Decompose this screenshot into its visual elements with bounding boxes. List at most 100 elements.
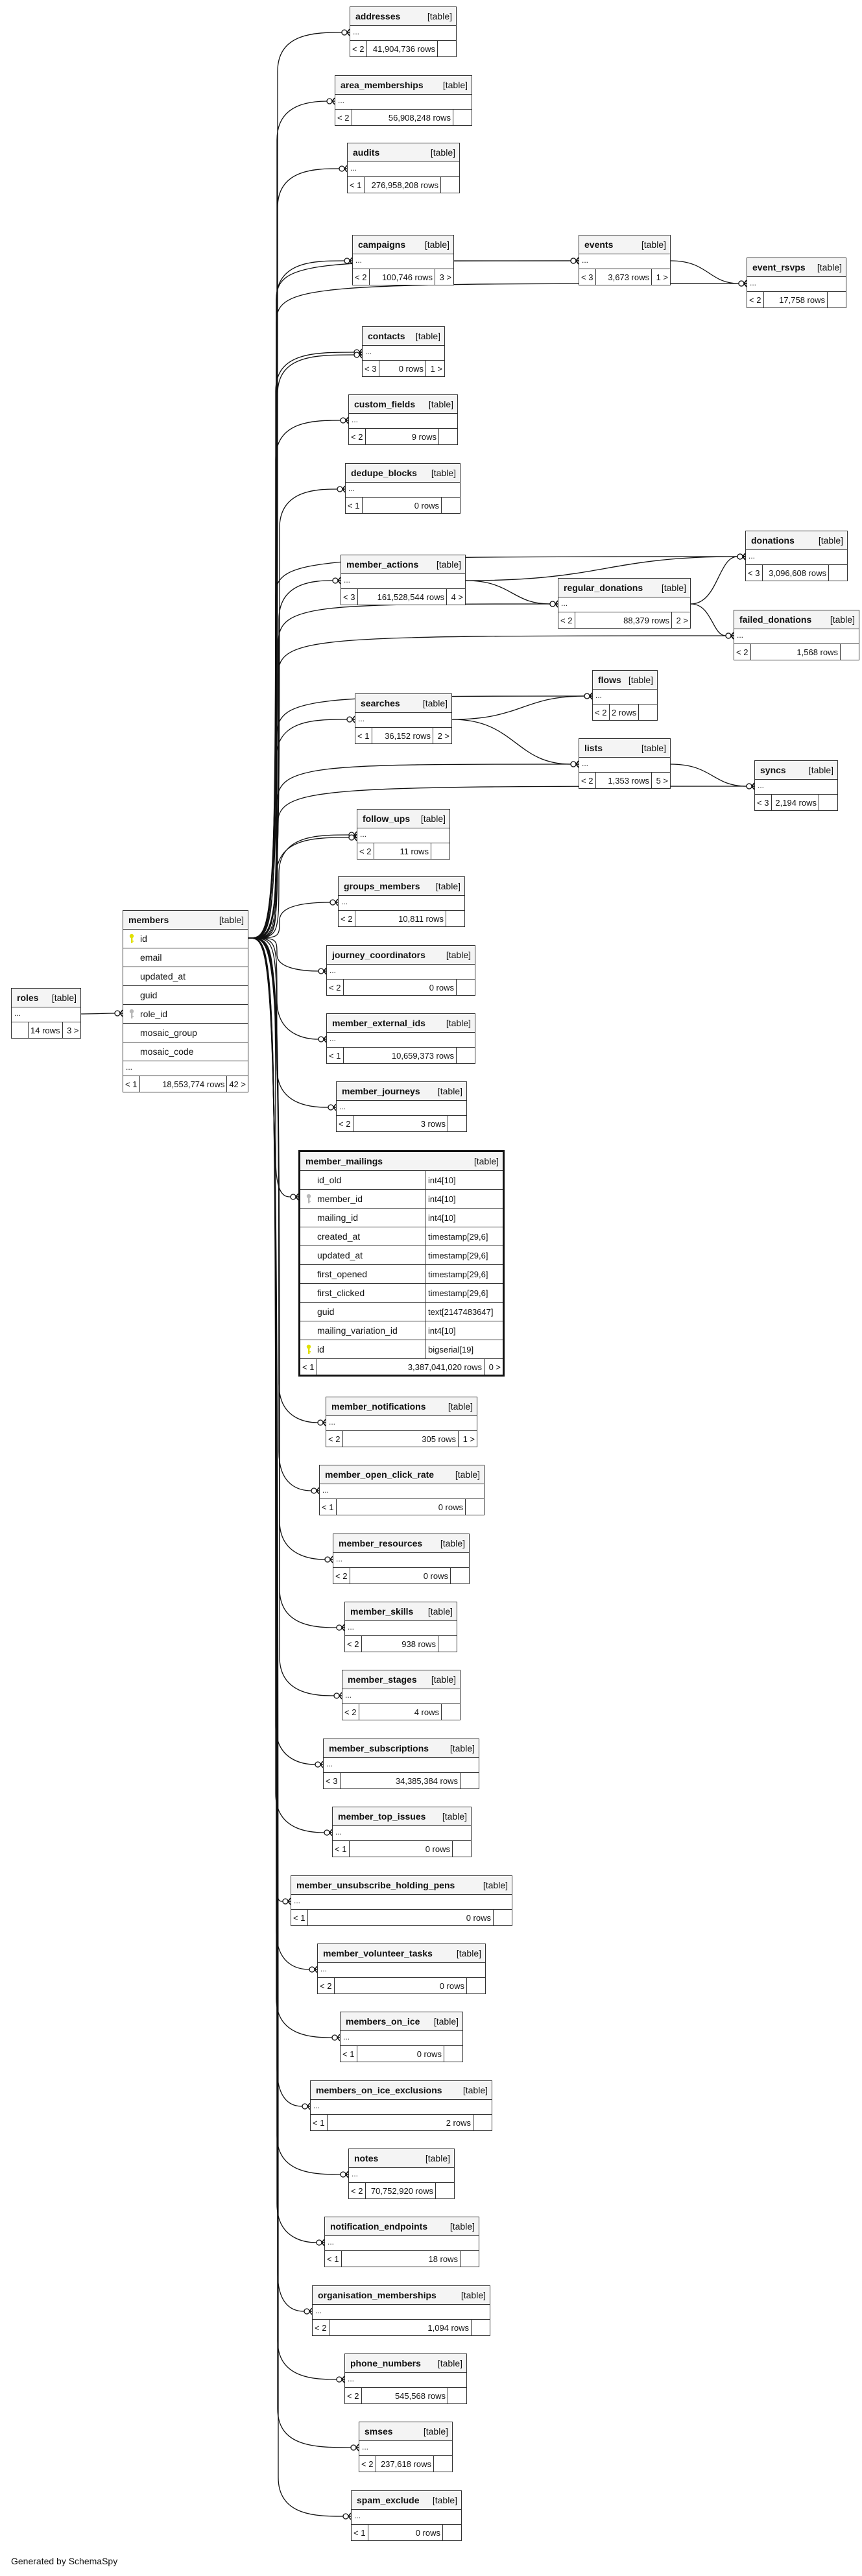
parents-count-link[interactable]: < 2 xyxy=(327,980,344,995)
table-member-unsubscribe-holding-pens[interactable]: member_unsubscribe_holding_pens[table]..… xyxy=(291,1875,512,1926)
more-columns-ellipsis[interactable]: ... xyxy=(342,1689,460,1704)
more-columns-ellipsis[interactable]: ... xyxy=(579,758,670,773)
parents-count-link[interactable]: < 2 xyxy=(333,1568,350,1583)
table-name[interactable]: syncs xyxy=(760,765,786,775)
table-name[interactable]: notification_endpoints xyxy=(330,2221,428,2232)
parents-count-link[interactable]: < 1 xyxy=(333,1841,350,1857)
table-name[interactable]: roles xyxy=(17,993,39,1003)
more-columns-ellipsis[interactable]: ... xyxy=(327,965,475,980)
table-name[interactable]: members_on_ice xyxy=(346,2016,420,2027)
more-columns-ellipsis[interactable]: ... xyxy=(341,574,465,589)
more-columns-ellipsis[interactable]: ... xyxy=(320,1484,484,1499)
column-row[interactable]: role_id xyxy=(123,1005,248,1024)
table-name[interactable]: events xyxy=(584,239,614,250)
parents-count-link[interactable]: < 3 xyxy=(324,1773,341,1788)
parents-count-link[interactable]: < 1 xyxy=(300,1359,317,1375)
more-columns-ellipsis[interactable]: ... xyxy=(335,95,472,110)
column-row[interactable]: email xyxy=(123,948,248,967)
more-columns-ellipsis[interactable]: ... xyxy=(123,1061,248,1076)
children-count-link[interactable]: 3 > xyxy=(67,1025,79,1035)
parents-count-link[interactable]: < 2 xyxy=(359,2456,376,2472)
table-name[interactable]: contacts xyxy=(368,331,405,341)
children-count-link[interactable] xyxy=(453,1841,471,1857)
parents-count-link[interactable]: < 1 xyxy=(346,498,363,513)
children-count-link[interactable] xyxy=(829,565,847,581)
more-columns-ellipsis[interactable]: ... xyxy=(355,713,451,728)
parents-count-link[interactable]: < 1 xyxy=(348,177,365,193)
more-columns-ellipsis[interactable]: ... xyxy=(350,26,456,41)
parents-count-link[interactable]: < 2 xyxy=(335,110,352,125)
table-name[interactable]: custom_fields xyxy=(354,399,416,409)
table-name[interactable]: dedupe_blocks xyxy=(351,468,417,478)
children-count-link[interactable] xyxy=(431,843,449,859)
table-name[interactable]: members xyxy=(128,915,169,925)
more-columns-ellipsis[interactable]: ... xyxy=(579,254,670,269)
more-columns-ellipsis[interactable]: ... xyxy=(337,1101,466,1116)
parents-count-link[interactable]: < 2 xyxy=(558,612,575,628)
table-name[interactable]: journey_coordinators xyxy=(332,950,425,960)
children-count-link[interactable]: 2 > xyxy=(676,615,688,625)
more-columns-ellipsis[interactable]: ... xyxy=(12,1007,80,1022)
children-count-link[interactable]: 0 > xyxy=(488,1362,501,1372)
table-name[interactable]: addresses xyxy=(355,11,401,21)
children-count-link[interactable] xyxy=(461,1773,479,1788)
children-count-link[interactable] xyxy=(442,498,460,513)
parents-count-link[interactable]: < 1 xyxy=(291,1910,308,1925)
parents-count-link[interactable]: < 1 xyxy=(311,2115,328,2130)
parents-count-link[interactable]: < 1 xyxy=(325,2251,342,2267)
more-columns-ellipsis[interactable]: ... xyxy=(349,2168,454,2183)
children-count-link[interactable] xyxy=(448,1116,466,1131)
children-count-link[interactable] xyxy=(441,177,459,193)
more-columns-ellipsis[interactable]: ... xyxy=(747,277,846,292)
table-name[interactable]: notes xyxy=(354,2153,379,2163)
parents-count-link[interactable]: < 2 xyxy=(313,2320,329,2335)
more-columns-ellipsis[interactable]: ... xyxy=(345,2373,466,2388)
more-columns-ellipsis[interactable]: ... xyxy=(357,828,449,843)
table-name[interactable]: member_external_ids xyxy=(332,1018,425,1028)
parents-count-link[interactable]: < 1 xyxy=(123,1076,140,1092)
table-name[interactable]: member_actions xyxy=(346,559,419,570)
parents-count-link[interactable]: < 2 xyxy=(350,41,367,56)
children-count-link[interactable] xyxy=(819,795,837,810)
table-name[interactable]: member_stages xyxy=(348,1674,417,1685)
table-name[interactable]: lists xyxy=(584,743,603,753)
parents-count-link[interactable]: < 3 xyxy=(579,269,596,285)
more-columns-ellipsis[interactable]: ... xyxy=(333,1553,469,1568)
parents-count-link[interactable]: < 2 xyxy=(349,2183,366,2198)
more-columns-ellipsis[interactable]: ... xyxy=(324,1758,479,1773)
children-count-link[interactable]: 3 > xyxy=(439,272,451,282)
table-name[interactable]: organisation_memberships xyxy=(318,2290,437,2300)
children-count-link[interactable] xyxy=(639,704,657,720)
more-columns-ellipsis[interactable]: ... xyxy=(327,1033,475,1048)
more-columns-ellipsis[interactable]: ... xyxy=(346,483,460,498)
table-name[interactable]: flows xyxy=(598,675,621,685)
table-name[interactable]: member_resources xyxy=(339,1538,423,1548)
